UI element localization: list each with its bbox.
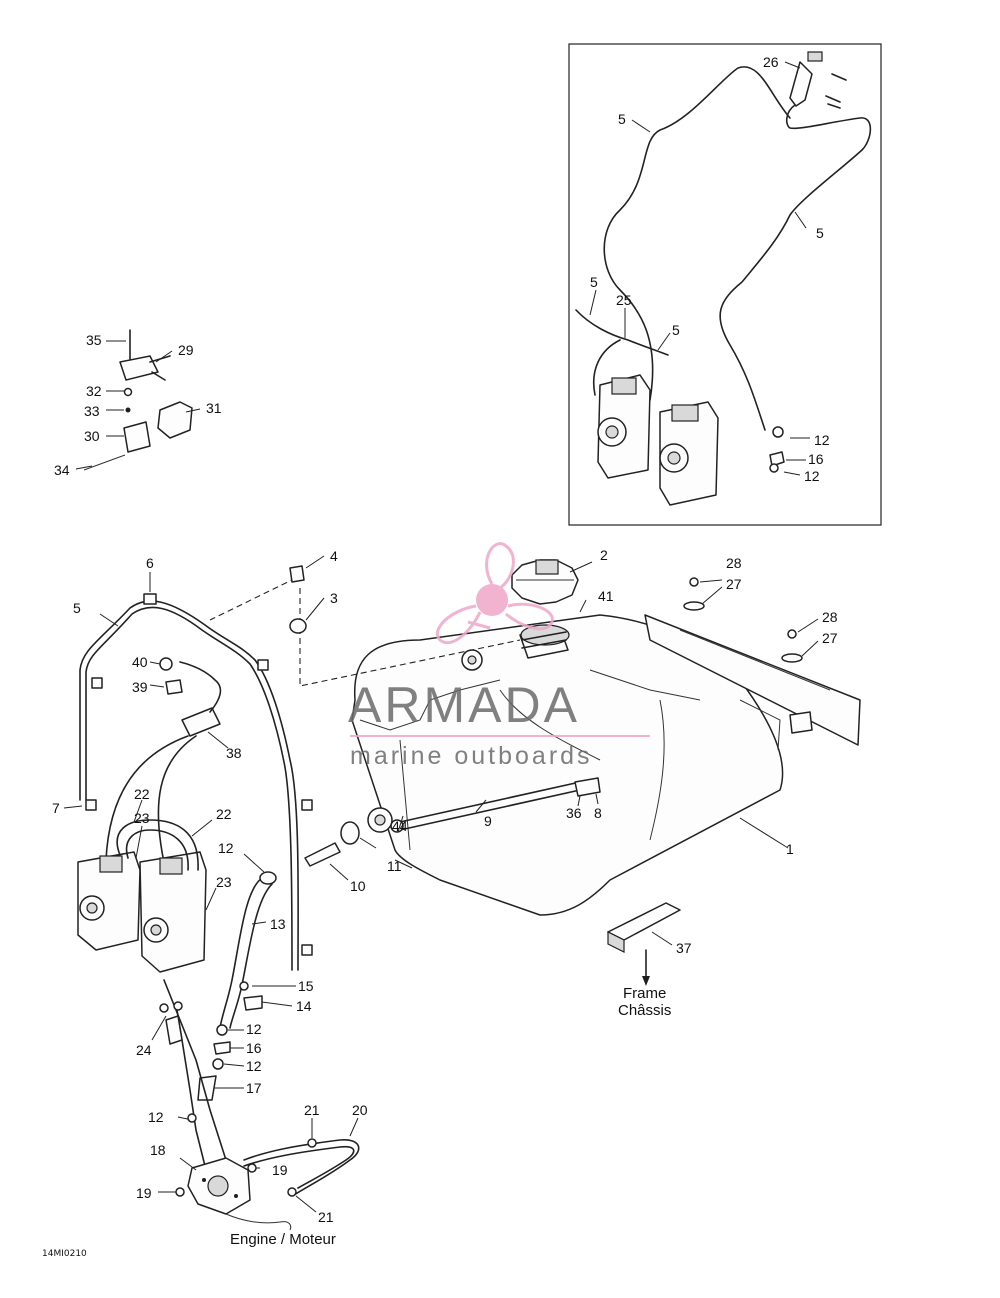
callout-32: 32 [86,383,102,399]
callout-22-right: 22 [216,806,232,822]
fuel-hoses [197,853,296,1101]
callout-39: 39 [132,679,148,695]
callout-12-inset-a: 12 [814,432,830,448]
callout-21-bottom: 21 [318,1209,334,1225]
callout-29: 29 [178,342,194,358]
fuel-cap [511,559,579,605]
callout-44: 44 [392,818,408,834]
callout-5-inset-c: 5 [590,274,598,290]
callout-17: 17 [246,1080,262,1096]
callout-12-hose: 12 [218,840,234,856]
fuel-valve-wiring [105,657,229,881]
callout-6: 6 [146,555,154,571]
callout-27-a: 27 [726,576,742,592]
callout-8: 8 [594,805,602,821]
callout-10: 10 [350,878,366,894]
callout-35: 35 [86,332,102,348]
callout-4: 4 [330,548,338,564]
vent-fittings [209,555,521,687]
chassis-label: Châssis [618,1002,671,1019]
callout-12-a: 12 [246,1021,262,1037]
callout-11: 11 [387,858,402,874]
tank-fittings [304,561,789,881]
callout-numbers: 1 2 3 4 5 6 7 8 9 10 11 12 12 12 12 12 1… [52,54,838,1225]
drawing-code: 14MI0210 [42,1249,87,1259]
engine-label: Engine / Moteur [230,1231,336,1248]
callout-25: 25 [616,292,632,308]
watermark-subtitle: marine outboards [350,742,593,770]
carburetors [77,799,217,973]
callout-5-inset-d: 5 [672,322,680,338]
callout-9: 9 [484,813,492,829]
callout-23-right: 23 [216,874,232,890]
callout-5: 5 [73,600,81,616]
callout-23-top: 23 [134,810,150,826]
cable-support-assembly [75,329,201,471]
callout-40: 40 [132,654,148,670]
callout-28-a: 28 [726,555,742,571]
propeller-logo [436,542,554,644]
callout-13: 13 [270,916,286,932]
callout-1: 1 [786,841,794,857]
inset-primer-assembly [568,43,882,526]
callout-12-b: 12 [246,1058,262,1074]
callout-41: 41 [598,588,614,604]
callout-38: 38 [226,745,242,761]
callout-21-top: 21 [304,1102,320,1118]
watermark-title: ARMADA [348,677,580,733]
frame-bracket [607,902,681,986]
callout-24: 24 [136,1042,152,1058]
frame-label: Frame [623,985,666,1002]
callout-2: 2 [600,547,608,563]
callout-30: 30 [84,428,100,444]
callout-5-inset-a: 5 [618,111,626,127]
tank-strap [644,577,861,746]
callout-19-left: 19 [136,1185,152,1201]
callout-27-b: 27 [822,630,838,646]
callout-14: 14 [296,998,312,1014]
callout-34: 34 [54,462,70,478]
fuel-pump [158,1113,292,1231]
callout-33: 33 [84,403,100,419]
pump-outlet-hose [243,1117,360,1213]
callout-5-inset-b: 5 [816,225,824,241]
diagram-labels: Frame Châssis Engine / Moteur 14MI0210 [42,985,671,1259]
callout-15: 15 [298,978,314,994]
callout-36: 36 [566,805,582,821]
callout-12-inset-b: 12 [804,468,820,484]
callout-19-right: 19 [272,1162,288,1178]
callout-7: 7 [52,800,60,816]
fuel-tank [351,614,784,916]
callout-12-pump: 12 [148,1109,164,1125]
carb-to-pump-lines [151,979,227,1171]
callout-22-left: 22 [134,786,150,802]
callout-16: 16 [246,1040,262,1056]
watermark: ARMADA marine outboards [348,542,650,770]
callout-28-b: 28 [822,609,838,625]
vent-tubing [63,572,313,971]
callout-37: 37 [676,940,692,956]
callout-20: 20 [352,1102,368,1118]
callout-3: 3 [330,590,338,606]
callout-16-inset: 16 [808,451,824,467]
callout-26: 26 [763,54,779,70]
callout-18: 18 [150,1142,166,1158]
callout-31: 31 [206,400,222,416]
